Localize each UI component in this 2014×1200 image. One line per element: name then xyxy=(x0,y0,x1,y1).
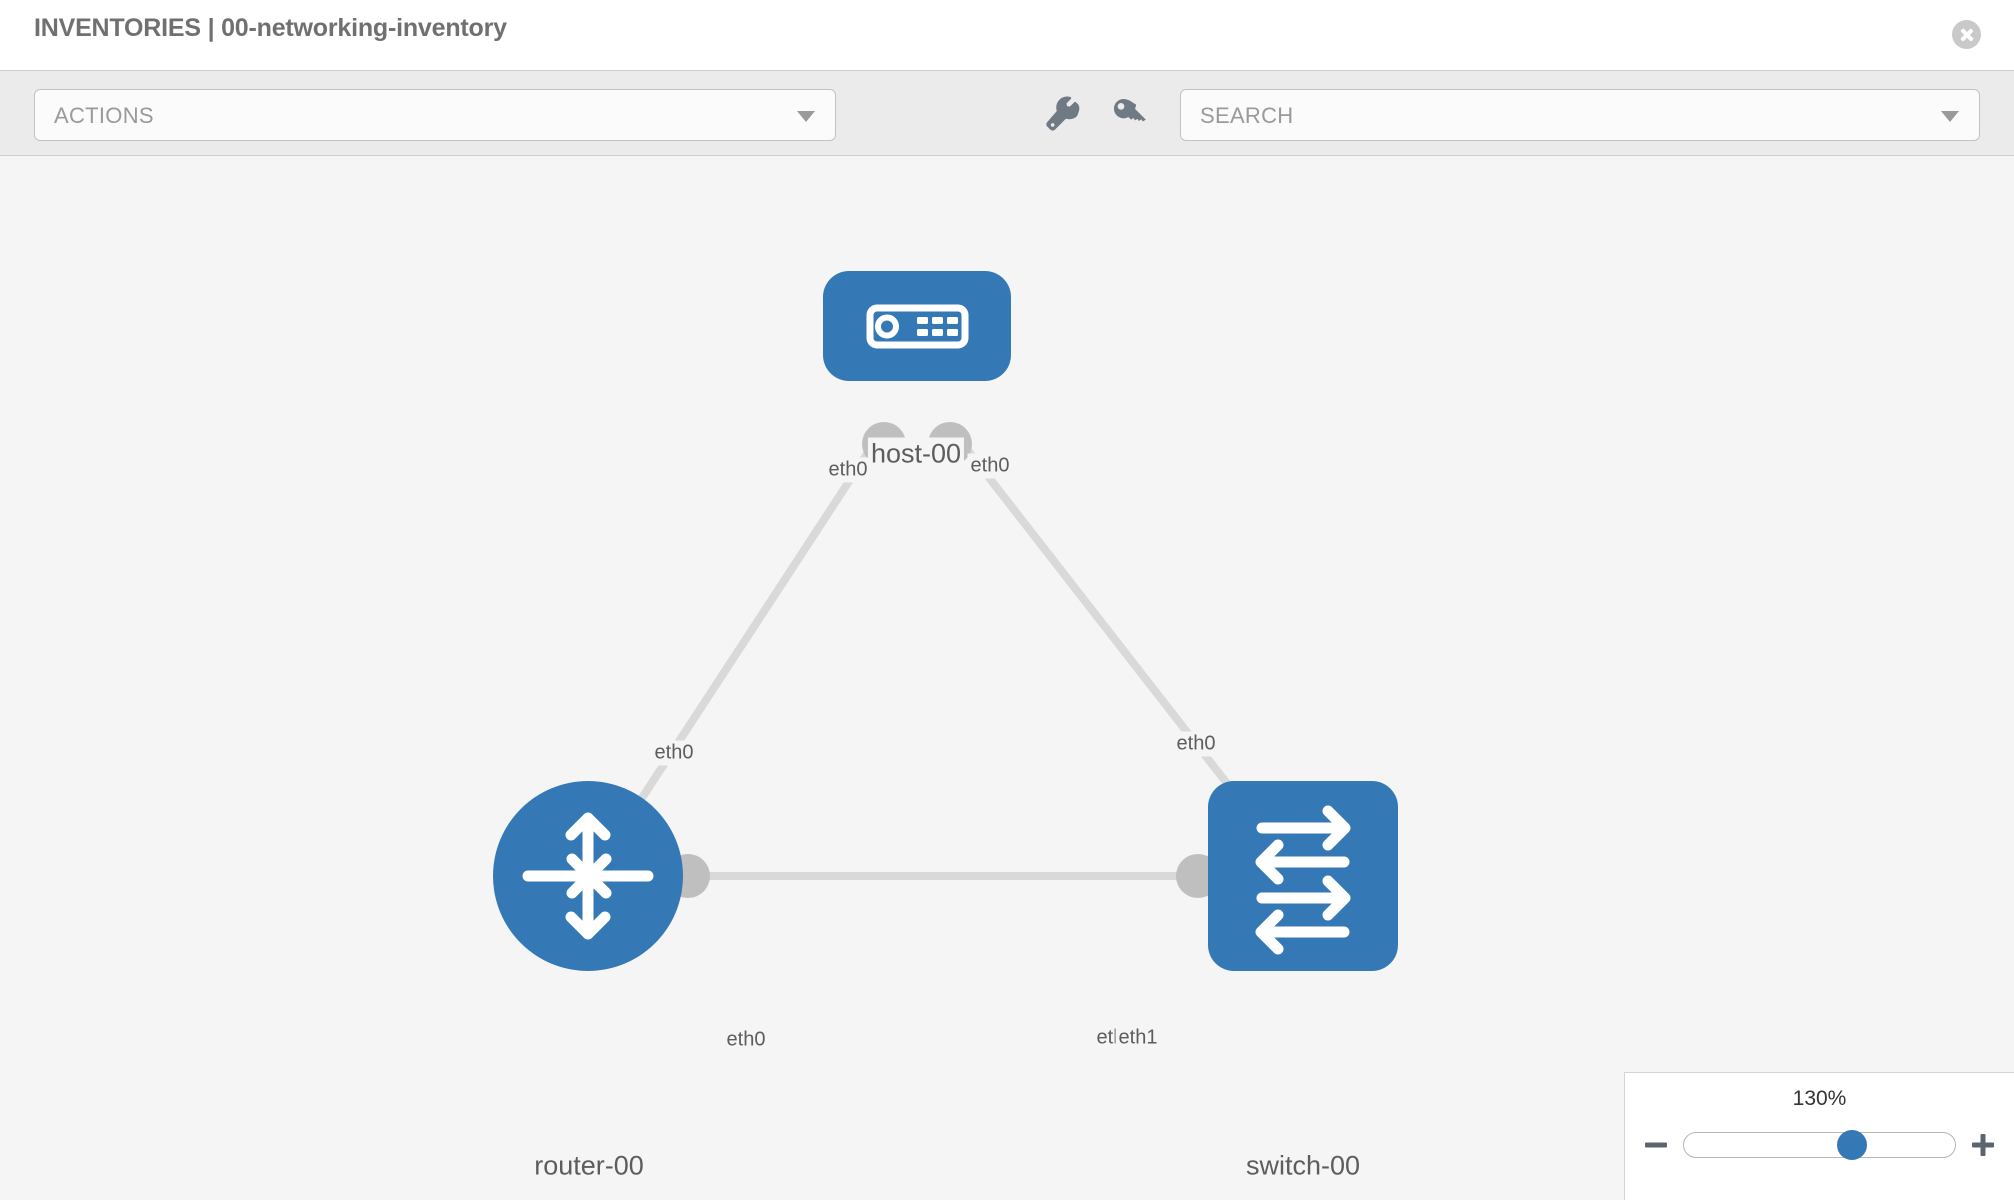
actions-dropdown[interactable]: ACTIONS xyxy=(34,89,836,141)
search-placeholder: SEARCH xyxy=(1200,103,1294,128)
switch-arrows-icon xyxy=(1255,805,1351,955)
page-header: INVENTORIES | 00-networking-inventory xyxy=(0,0,2014,70)
topology-graph xyxy=(493,271,1398,971)
zoom-slider-row xyxy=(1643,1125,1996,1165)
node-shape-host xyxy=(823,271,1011,381)
zoom-control-panel: 130% xyxy=(1624,1072,2014,1200)
router-arrows-icon xyxy=(522,812,654,940)
topology-links xyxy=(634,431,1247,880)
port-label: eth0 xyxy=(1173,731,1219,757)
node-label-router: router-00 xyxy=(531,1149,647,1183)
server-icon xyxy=(866,304,969,349)
zoom-in-button[interactable] xyxy=(1970,1132,1996,1158)
chevron-down-icon[interactable] xyxy=(1941,111,1959,122)
toolbar: ACTIONS SEARCH xyxy=(0,70,2014,156)
actions-dropdown-label: ACTIONS xyxy=(54,103,154,128)
zoom-slider-thumb[interactable] xyxy=(1837,1130,1868,1160)
server-icon-dot xyxy=(875,314,899,339)
port-label: eth0 xyxy=(723,1027,769,1053)
port-label: eth0 xyxy=(825,457,871,483)
server-icon-leds xyxy=(917,317,958,336)
node-shape-switch xyxy=(1208,781,1398,971)
page-title: INVENTORIES | 00-networking-inventory xyxy=(34,14,507,42)
node-router-00 xyxy=(493,781,683,971)
port-label: eth1 xyxy=(1115,1025,1161,1051)
topology-canvas[interactable]: eth0 eth0 eth0 eth0 eth0 eth0 eth1 host-… xyxy=(0,156,2014,1200)
chevron-down-icon xyxy=(797,111,815,122)
key-icon[interactable] xyxy=(1110,95,1150,135)
topology-ports xyxy=(666,422,1258,898)
wrench-icon[interactable] xyxy=(1043,95,1083,135)
zoom-slider[interactable] xyxy=(1683,1130,1956,1160)
node-switch-00 xyxy=(1208,781,1398,971)
port-label: eth0 xyxy=(967,453,1013,479)
node-label-host: host-00 xyxy=(867,437,965,471)
zoom-level-value: 130% xyxy=(1792,1087,1847,1110)
node-host-00 xyxy=(823,271,1011,381)
search-input[interactable]: SEARCH xyxy=(1180,89,1980,141)
node-label-switch: switch-00 xyxy=(1242,1149,1364,1183)
close-icon[interactable] xyxy=(1952,20,1981,49)
zoom-out-button[interactable] xyxy=(1643,1132,1669,1158)
port-label: eth0 xyxy=(651,740,697,766)
